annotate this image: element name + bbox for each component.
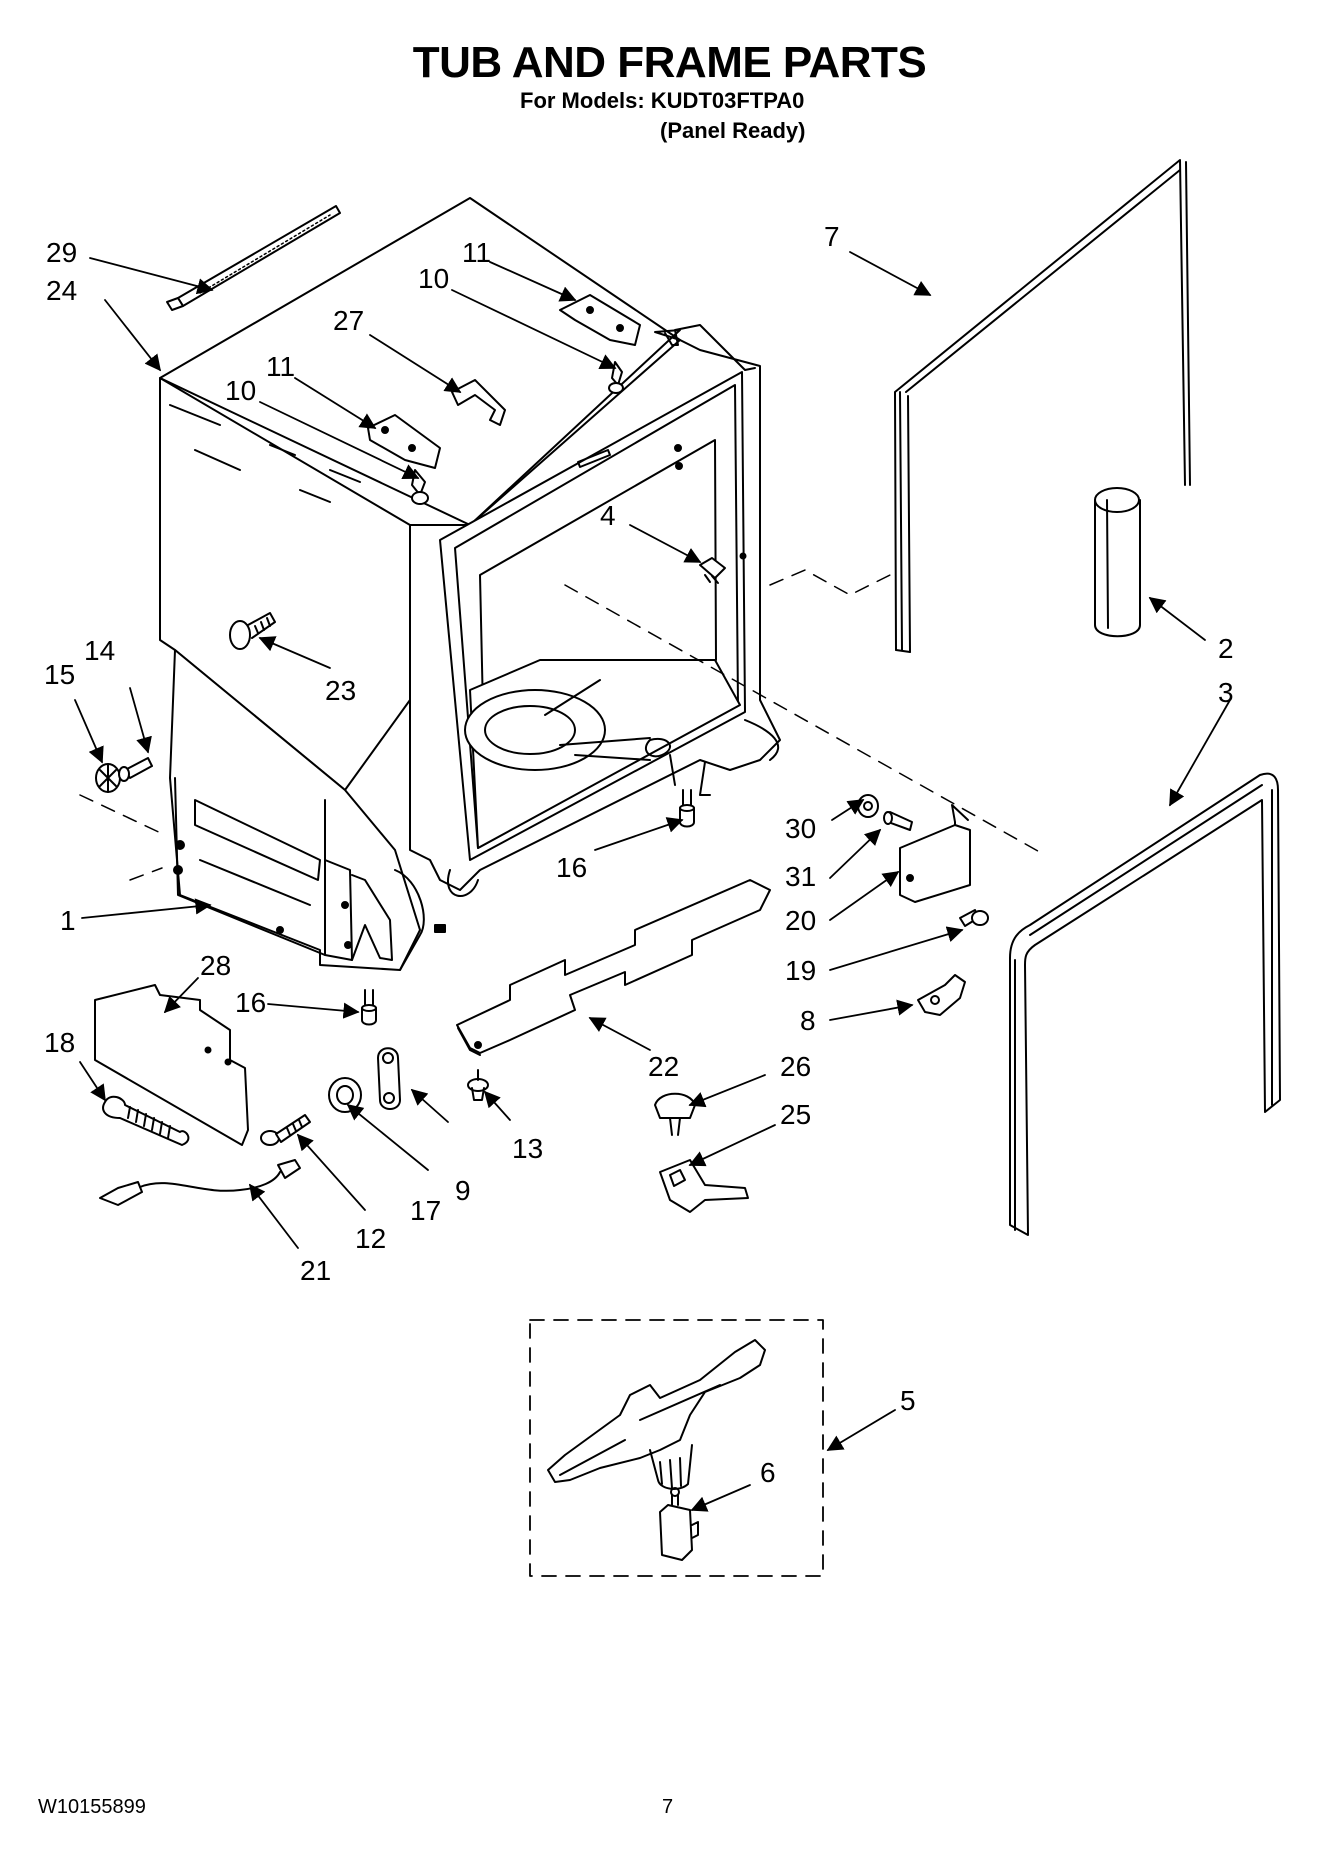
part-3-tub-gasket xyxy=(1009,772,1281,1236)
callout-2: 2 xyxy=(1218,633,1234,664)
callout-11-right: 11 xyxy=(462,237,491,268)
part-17-bumper xyxy=(328,1077,362,1113)
part-22-plate xyxy=(456,879,771,1056)
callout-11-left: 11 xyxy=(266,351,295,382)
callout-10-left: 10 xyxy=(225,375,256,406)
callout-7: 7 xyxy=(824,221,840,252)
callout-15: 15 xyxy=(44,659,75,690)
callout-24: 24 xyxy=(46,275,77,306)
leader-lines xyxy=(74,251,1231,1512)
part-31-screw xyxy=(883,811,913,831)
part-12-screw xyxy=(260,1114,311,1146)
part-16-foot-lower xyxy=(361,989,377,1026)
part-28-panel xyxy=(94,984,249,1146)
part-25-switch-bracket xyxy=(659,1159,749,1213)
callout-20: 20 xyxy=(785,905,816,936)
part-30-nut xyxy=(857,794,879,818)
models-line: For Models: KUDT03FTPA0 xyxy=(520,88,805,113)
callout-14: 14 xyxy=(84,635,115,666)
callout-16-upper: 16 xyxy=(556,852,587,883)
part-2-insulation-tube xyxy=(1094,487,1141,638)
part-4-plug xyxy=(699,557,726,584)
callout-30: 30 xyxy=(785,813,816,844)
callout-9: 9 xyxy=(455,1175,471,1206)
callout-26: 26 xyxy=(780,1051,811,1082)
part-14-screw xyxy=(118,757,153,782)
callout-3: 3 xyxy=(1218,677,1234,708)
callout-6: 6 xyxy=(760,1457,776,1488)
callout-27: 27 xyxy=(333,305,364,336)
callout-16-lower: 16 xyxy=(235,987,266,1018)
part-20-bracket xyxy=(899,804,971,903)
part-16-foot-upper xyxy=(679,789,695,828)
part-6-pressure-switch xyxy=(659,1487,699,1561)
part-24-tub xyxy=(159,197,781,933)
document-number: W10155899 xyxy=(38,1796,146,1818)
callout-4: 4 xyxy=(600,500,616,531)
part-7-gasket xyxy=(894,159,1191,653)
part-19-screw xyxy=(959,909,989,927)
part-13-plug xyxy=(467,1069,489,1101)
part-9-link xyxy=(377,1047,401,1110)
part-18-spring xyxy=(102,1095,190,1146)
part-23-screw xyxy=(229,612,276,650)
part-8-clip xyxy=(917,974,966,1016)
callout-29: 29 xyxy=(46,237,77,268)
callout-13: 13 xyxy=(512,1133,543,1164)
callout-19: 19 xyxy=(785,955,816,986)
part-5-spray-arm-support xyxy=(547,1339,766,1490)
part-27-clip xyxy=(451,379,506,426)
inset-box xyxy=(529,1319,824,1577)
callout-23: 23 xyxy=(325,675,356,706)
part-21-cable xyxy=(99,1159,301,1206)
callout-22: 22 xyxy=(648,1051,679,1082)
part-15-nut xyxy=(95,763,121,793)
part-11-bracket-left xyxy=(367,414,441,469)
callout-25: 25 xyxy=(780,1099,811,1130)
part-29-cable-tie xyxy=(166,205,341,311)
callout-31: 31 xyxy=(785,861,816,892)
callout-17: 17 xyxy=(410,1195,441,1226)
callout-12: 12 xyxy=(355,1223,386,1254)
callout-1: 1 xyxy=(60,905,76,936)
callout-18: 18 xyxy=(44,1027,75,1058)
part-10-screw-left xyxy=(411,469,429,505)
part-1-base-frame xyxy=(169,649,425,971)
dashed-reference-lines xyxy=(79,569,1046,881)
callout-labels: 29 24 11 10 27 11 10 7 4 2 3 23 15 14 1 … xyxy=(44,221,1234,1488)
part-11-bracket-right xyxy=(559,294,641,346)
page-title: TUB AND FRAME PARTS xyxy=(412,38,927,87)
callout-10-right: 10 xyxy=(418,263,449,294)
callout-28: 28 xyxy=(200,950,231,981)
callout-21: 21 xyxy=(300,1255,331,1286)
part-26-float xyxy=(654,1092,696,1136)
callout-5: 5 xyxy=(900,1385,916,1416)
variant-line: (Panel Ready) xyxy=(660,118,806,143)
page-number: 7 xyxy=(662,1796,674,1818)
callout-8: 8 xyxy=(800,1005,816,1036)
